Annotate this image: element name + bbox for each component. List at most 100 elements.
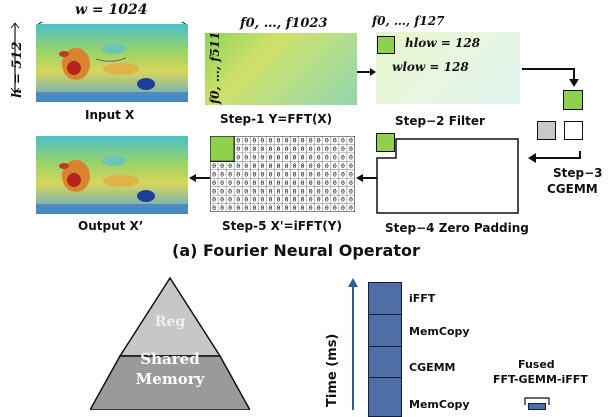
grid-zero: 0 — [301, 187, 305, 195]
grid-zero: 0 — [325, 145, 329, 153]
freq-cols-label: f0, …, f1023 — [240, 16, 328, 31]
pyramid-reg: Reg — [154, 314, 186, 330]
grid-zero: 0 — [333, 204, 337, 212]
grid-zero: 0 — [341, 153, 345, 161]
grid-zero: 0 — [252, 179, 256, 187]
grid-zero: 0 — [341, 145, 345, 153]
grid-zero: 0 — [252, 204, 256, 212]
grid-zero: 0 — [317, 196, 321, 204]
grid-zero: 0 — [309, 153, 313, 161]
segment-label-memcopy-1: MemCopy — [409, 325, 470, 338]
grid-zero: 0 — [301, 170, 305, 178]
grid-zero: 0 — [341, 162, 345, 170]
grid-zero: 0 — [236, 137, 240, 145]
grid-zero: 0 — [301, 153, 305, 161]
grid-zero: 0 — [349, 137, 353, 145]
grid-zero: 0 — [293, 187, 297, 195]
grid-zero: 0 — [236, 204, 240, 212]
grid-zero: 0 — [260, 153, 264, 161]
w-low-label: wlow = 128 — [392, 60, 469, 74]
grid-zero: 0 — [212, 196, 216, 204]
grid-zero: 0 — [260, 170, 264, 178]
grid-zero: 0 — [236, 153, 240, 161]
grid-zero: 0 — [212, 162, 216, 170]
grid-zero: 0 — [260, 196, 264, 204]
grid-zero: 0 — [260, 187, 264, 195]
grid-zero: 0 — [341, 204, 345, 212]
grid-zero: 0 — [285, 145, 289, 153]
grid-zero: 0 — [244, 162, 248, 170]
fft-map-image — [205, 33, 357, 105]
filter-map-image — [376, 32, 520, 104]
time-axis-label: Time (ms) — [325, 333, 340, 407]
grid-zero: 0 — [252, 145, 256, 153]
grid-zero: 0 — [260, 204, 264, 212]
grid-zero: 0 — [212, 187, 216, 195]
grid-zero: 0 — [277, 187, 281, 195]
grid-zero: 0 — [244, 187, 248, 195]
grid-zero: 0 — [285, 162, 289, 170]
grid-zero: 0 — [333, 153, 337, 161]
grid-zero: 0 — [220, 204, 224, 212]
padding-green-block — [376, 133, 395, 152]
step5-label: Step-5 X'=iFFT(Y) — [222, 219, 342, 233]
grid-zero: 0 — [333, 187, 337, 195]
low-freq-block — [377, 36, 395, 54]
grid-zero: 0 — [252, 170, 256, 178]
arrow-step4-step5 — [355, 168, 377, 182]
fused-label-b: FFT-GEMM-iFFT — [493, 373, 588, 386]
grid-zero: 0 — [317, 162, 321, 170]
memory-pyramid — [88, 276, 252, 411]
grid-zero: 0 — [228, 196, 232, 204]
segment-memcopy-2 — [368, 377, 402, 417]
grid-zero: 0 — [260, 162, 264, 170]
grid-zero: 0 — [293, 204, 297, 212]
step4-label: Step−4 Zero Padding — [385, 221, 529, 235]
grid-zero: 0 — [244, 170, 248, 178]
grid-zero: 0 — [228, 187, 232, 195]
grid-zero: 0 — [277, 204, 281, 212]
step3-label-a: Step−3 — [553, 166, 603, 180]
grid-zero: 0 — [293, 137, 297, 145]
grid-zero: 0 — [260, 137, 264, 145]
cgemm-white-block — [564, 121, 583, 140]
grid-zero: 0 — [309, 170, 313, 178]
grid-zero: 0 — [349, 204, 353, 212]
grid-zero: 0 — [349, 145, 353, 153]
grid-zero: 0 — [309, 204, 313, 212]
grid-zero: 0 — [252, 137, 256, 145]
fused-bracket — [524, 391, 550, 405]
grid-zero: 0 — [309, 137, 313, 145]
grid-zero: 0 — [268, 187, 272, 195]
grid-zero: 0 — [220, 162, 224, 170]
grid-zero: 0 — [301, 196, 305, 204]
grid-zero: 0 — [301, 145, 305, 153]
grid-zero: 0 — [349, 170, 353, 178]
grid-zero: 0 — [349, 179, 353, 187]
time-axis — [346, 277, 360, 410]
grid-zero: 0 — [309, 196, 313, 204]
grid-zero: 0 — [301, 179, 305, 187]
grid-zero: 0 — [268, 170, 272, 178]
grid-zero: 0 — [341, 196, 345, 204]
grid-zero: 0 — [317, 137, 321, 145]
grid-zero: 0 — [285, 187, 289, 195]
grid-zero: 0 — [252, 187, 256, 195]
low-cols-label: f0, …, f127 — [372, 14, 445, 28]
grid-zero: 0 — [341, 187, 345, 195]
segment-cgemm — [368, 346, 402, 378]
grid-zero: 0 — [244, 179, 248, 187]
grid-zero: 0 — [277, 196, 281, 204]
grid-zero: 0 — [325, 196, 329, 204]
grid-zero: 0 — [277, 153, 281, 161]
grid-zero: 0 — [285, 196, 289, 204]
grid-zero: 0 — [228, 162, 232, 170]
grid-zero: 0 — [309, 145, 313, 153]
grid-zero: 0 — [268, 196, 272, 204]
grid-zero: 0 — [268, 179, 272, 187]
grid-zero: 0 — [317, 153, 321, 161]
step2-label: Step−2 Filter — [395, 114, 485, 128]
pyramid-shared-a: Shared — [140, 350, 200, 368]
grid-zero: 0 — [333, 196, 337, 204]
